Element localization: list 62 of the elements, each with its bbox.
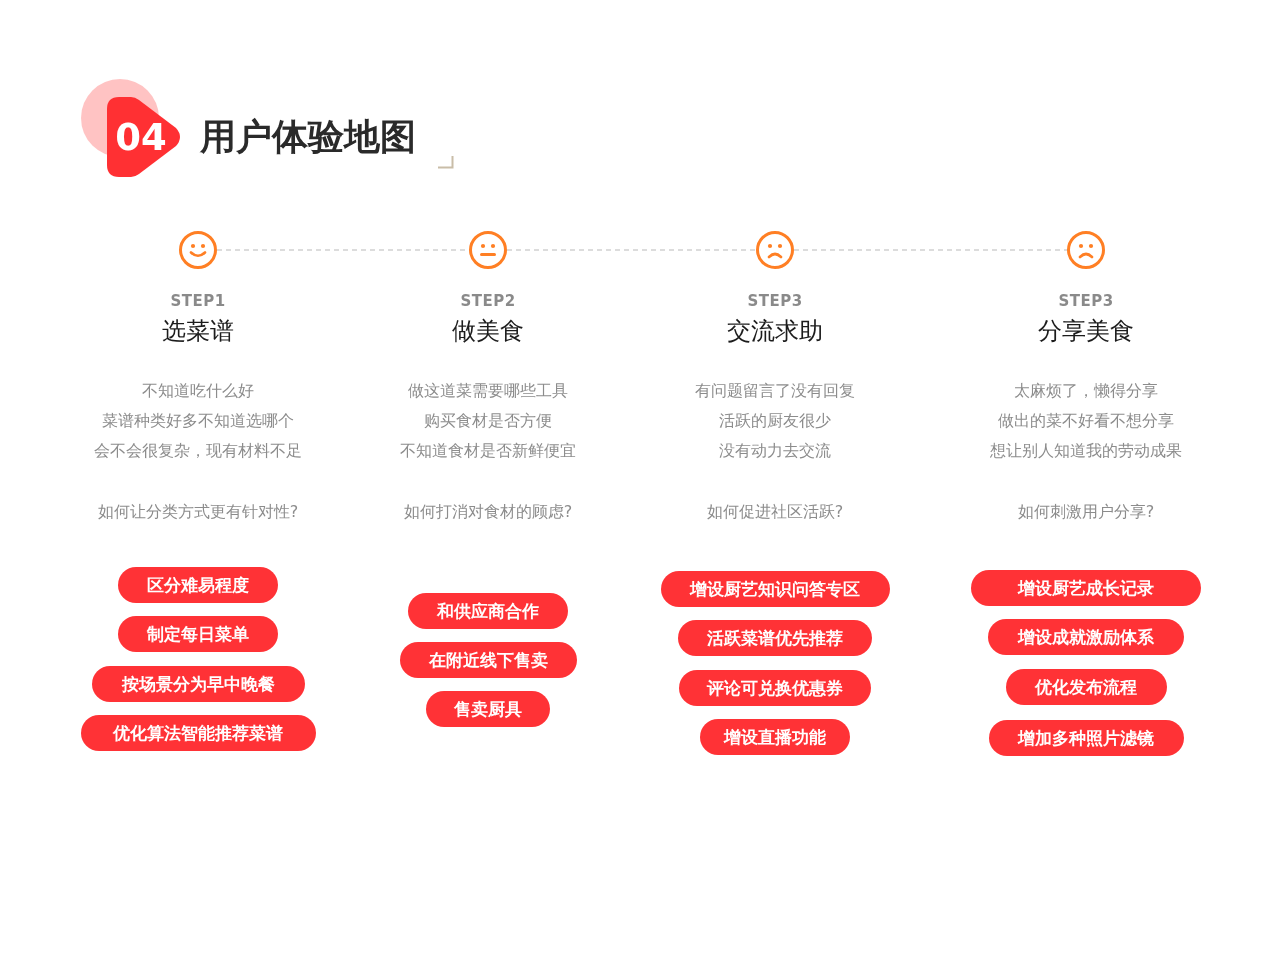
pain-point-text: 有问题留言了没有回复 [695, 380, 855, 402]
question-text: 如何打消对食材的顾虑? [403, 501, 573, 523]
solution-text: 增设厨艺知识问答专区 [690, 578, 860, 600]
solution-text: 售卖厨具 [454, 698, 522, 720]
dashed-line [506, 249, 757, 251]
step-title: 交流求助 [727, 316, 823, 348]
step-number: STEP3 [1058, 292, 1114, 312]
solution-pill [118, 567, 278, 603]
smiling-face-icon [179, 231, 217, 269]
solution-pill [118, 616, 278, 652]
pain-point-text: 菜谱种类好多不知道选哪个 [102, 410, 294, 432]
step-number: STEP1 [170, 292, 226, 312]
solution-text: 活跃菜谱优先推荐 [707, 627, 843, 649]
section-number: 04 [115, 118, 167, 156]
solution-pill [408, 593, 568, 629]
solution-text: 增设厨艺成长记录 [1018, 577, 1154, 599]
solution-pill [80, 715, 316, 751]
solution-pill [399, 642, 577, 678]
step-title: 选菜谱 [162, 316, 234, 348]
page-title: 用户体验地图 [200, 115, 416, 159]
step-number: STEP2 [460, 292, 516, 312]
solution-pill [678, 620, 872, 656]
pain-point-text: 做出的菜不好看不想分享 [998, 410, 1174, 432]
solution-pill [700, 719, 850, 755]
pain-point-text: 做这道菜需要哪些工具 [408, 380, 568, 402]
solution-text: 增设直播功能 [724, 726, 826, 748]
solution-text: 按场景分为早中晚餐 [121, 673, 275, 695]
step-title: 分享美食 [1038, 316, 1134, 348]
solution-pill [988, 619, 1184, 655]
solution-pill [988, 720, 1184, 756]
dashed-line [793, 249, 1068, 251]
pain-point-text: 没有动力去交流 [719, 440, 831, 462]
solution-text: 和供应商合作 [437, 600, 539, 622]
pain-point-text: 购买食材是否方便 [424, 410, 552, 432]
solution-text: 增加多种照片滤镜 [1018, 727, 1154, 749]
pain-point-text: 不知道吃什么好 [142, 380, 254, 402]
question-text: 如何让分类方式更有针对性? [97, 501, 299, 523]
solution-text: 制定每日菜单 [147, 623, 249, 645]
solution-pill [1005, 669, 1167, 705]
solution-pill [971, 570, 1201, 606]
pain-point-text: 活跃的厨友很少 [719, 410, 831, 432]
question-text: 如何刺激用户分享? [1017, 501, 1155, 523]
pain-point-text: 会不会很复杂，现有材料不足 [94, 440, 302, 462]
solution-pill [91, 666, 305, 702]
solution-text: 优化发布流程 [1035, 676, 1137, 698]
solution-text: 在附近线下售卖 [428, 649, 548, 671]
pain-point-text: 不知道食材是否新鲜便宜 [400, 440, 576, 462]
solution-text: 优化算法智能推荐菜谱 [113, 722, 283, 744]
question-text: 如何促进社区活跃? [706, 501, 844, 523]
pain-point-text: 想让别人知道我的劳动成果 [990, 440, 1182, 462]
sad-face-icon [756, 231, 794, 269]
solution-text: 评论可兑换优惠券 [707, 677, 843, 699]
pain-point-text: 太麻烦了，懒得分享 [1014, 380, 1158, 402]
step-number: STEP3 [747, 292, 803, 312]
solution-pill [679, 670, 871, 706]
solution-text: 增设成就激励体系 [1018, 626, 1154, 648]
sad-face-icon [1067, 231, 1105, 269]
solution-pill [426, 691, 550, 727]
solution-text: 区分难易程度 [147, 574, 249, 596]
step-title: 做美食 [452, 316, 524, 348]
neutral-face-icon [469, 231, 507, 269]
solution-pill [660, 571, 890, 607]
